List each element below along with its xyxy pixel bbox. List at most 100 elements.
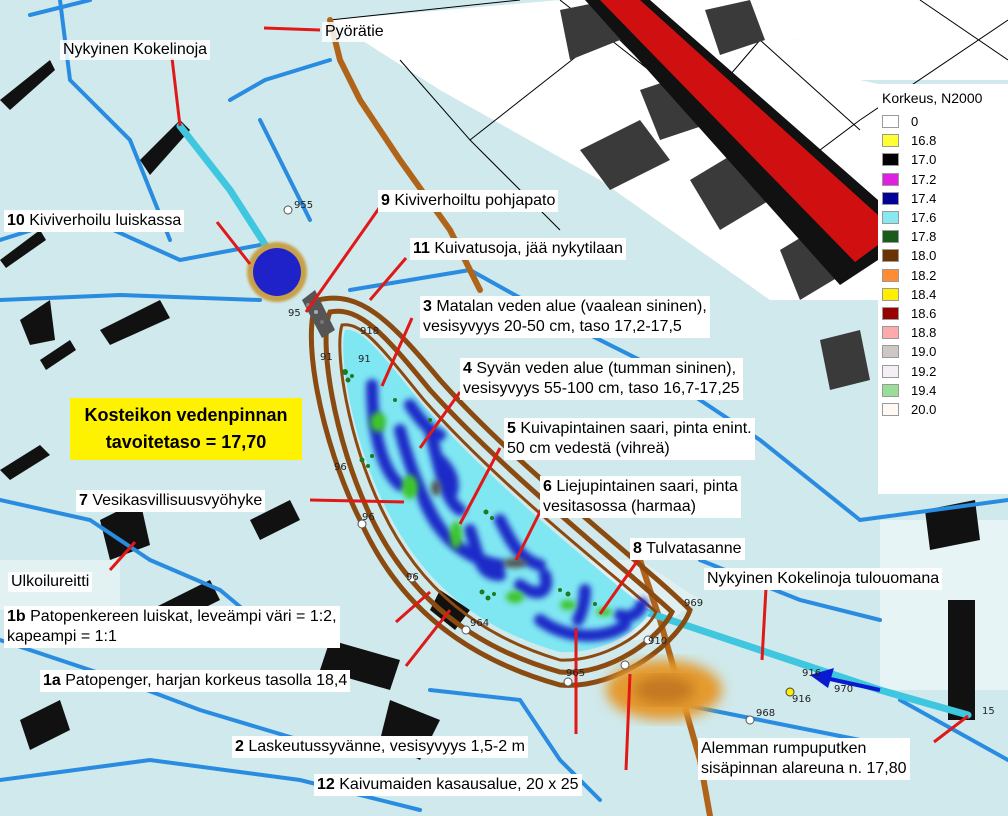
label-8: 8 Tulvatasanne	[630, 538, 745, 560]
legend-value: 18.6	[911, 305, 937, 321]
legend-value: 18.4	[911, 286, 937, 302]
flow-arrow	[810, 668, 881, 692]
legend-swatch	[882, 115, 899, 129]
legend-title: Korkeus, N2000	[882, 90, 983, 106]
legend-item: 20.0	[882, 400, 1008, 419]
legend-swatch	[882, 402, 899, 416]
label-3: 3 Matalan veden alue (vaalean sininen),v…	[420, 296, 710, 338]
point-label: 96	[406, 572, 419, 583]
legend-item: 18.0	[882, 246, 1008, 265]
vegetation-zone	[342, 369, 597, 606]
legend-item: 17.4	[882, 189, 1008, 208]
legend-swatch	[882, 172, 899, 186]
legend-item: 17.6	[882, 208, 1008, 227]
point-label: 91	[320, 352, 333, 363]
label-10: 10 Kiviverhoilu luiskassa	[4, 210, 185, 232]
islands-green	[370, 412, 612, 616]
target-line2: tavoitetaso = 17,70	[105, 432, 267, 452]
point-label: 95	[288, 308, 301, 319]
point-label: 969	[684, 598, 704, 609]
target-water-level: Kosteikon vedenpinnan tavoitetaso = 17,7…	[70, 398, 302, 460]
target-line1: Kosteikon vedenpinnan	[84, 405, 288, 425]
elevation-legend: Korkeus, N2000 0 16.8 17.0 17.2 17.4 17.6 17.8…	[878, 84, 1008, 494]
label-tulouomana: Nykyinen Kokelinoja tulouomana	[704, 568, 943, 590]
label-12: 12 Kaivumaiden kasausalue, 20 x 25	[314, 774, 582, 796]
legend-swatch	[882, 364, 899, 378]
point-marker	[785, 687, 795, 697]
legend-rows: 0 16.8 17.0 17.2 17.4 17.6 17.8 18.0 18.2 18.4 18.…	[878, 112, 1008, 419]
survey-points	[283, 205, 755, 725]
stone-lined-slope-core	[253, 248, 301, 296]
legend-item: 16.8	[882, 131, 1008, 150]
legend-value: 16.8	[911, 133, 937, 149]
legend-swatch	[882, 153, 899, 167]
legend-swatch	[882, 191, 899, 205]
legend-value: 0	[911, 114, 919, 130]
point-label: 955	[294, 200, 314, 211]
point-label: 15	[982, 706, 995, 717]
legend-item: 0	[882, 112, 1008, 131]
point-label: 916	[802, 668, 822, 679]
point-label: 96	[362, 512, 375, 523]
point-label: 91	[358, 354, 371, 365]
legend-swatch	[882, 383, 899, 397]
legend-item: 19.2	[882, 361, 1008, 380]
label-5: 5 Kuivapintainen saari, pinta enint.50 c…	[504, 418, 755, 460]
legend-item: 17.0	[882, 150, 1008, 169]
legend-item: 17.8	[882, 227, 1008, 246]
lot-area-white	[560, 0, 1008, 80]
legend-value: 19.2	[911, 363, 937, 379]
point-label: 96	[334, 462, 347, 473]
legend-value: 18.8	[911, 325, 937, 341]
legend-value: 19.4	[911, 382, 937, 398]
label-nykyinen-kokelinoja: Nykyinen Kokelinoja	[60, 40, 211, 60]
legend-swatch	[882, 134, 899, 148]
point-label: 964	[470, 618, 490, 629]
legend-item: 19.0	[882, 342, 1008, 361]
legend-value: 17.2	[911, 171, 937, 187]
label-2: 2 Laskeutussyvänne, vesisyvyys 1,5-2 m	[232, 736, 528, 758]
label-pyoratie: Pyörätie	[322, 22, 387, 42]
legend-swatch	[882, 268, 899, 282]
point-label: 968	[756, 708, 776, 719]
embankment-inner	[338, 323, 658, 662]
legend-item: 19.4	[882, 381, 1008, 400]
legend-swatch	[882, 249, 899, 263]
point-label: 965	[566, 668, 586, 679]
leader-lines	[108, 26, 969, 771]
legend-swatch	[882, 326, 899, 340]
legend-value: 18.2	[911, 267, 937, 283]
legend-swatch	[882, 345, 899, 359]
label-4: 4 Syvän veden alue (tumman sininen),vesi…	[460, 358, 743, 400]
legend-item: 18.4	[882, 285, 1008, 304]
legend-swatch	[882, 306, 899, 320]
legend-value: 17.0	[911, 152, 937, 168]
legend-item: 18.2	[882, 266, 1008, 285]
legend-swatch	[882, 287, 899, 301]
legend-value: 17.4	[911, 190, 937, 206]
label-1b: 1b Patopenkereen luiskat, leveämpi väri …	[4, 606, 340, 648]
legend-value: 18.0	[911, 248, 937, 264]
label-11: 11 Kuivatusoja, jää nykytilaan	[410, 238, 626, 260]
point-label: 970	[834, 684, 854, 695]
label-9: 9 Kiviverhoiltu pohjapato	[378, 190, 559, 212]
point-label: 918	[360, 326, 380, 337]
label-ulkoilureitti: Ulkoilureitti	[8, 572, 93, 592]
islands-grey	[431, 480, 527, 568]
legend-item: 17.2	[882, 170, 1008, 189]
highway	[585, 0, 878, 285]
legend-value: 17.6	[911, 210, 937, 226]
legend-item: 18.8	[882, 323, 1008, 342]
point-label: 910	[648, 636, 668, 647]
lot-area-white	[880, 520, 1008, 690]
legend-item: 18.6	[882, 304, 1008, 323]
point-label: 916	[792, 694, 812, 705]
excavation-pile-center	[634, 676, 694, 704]
existing-creek	[176, 122, 972, 719]
legend-value: 19.0	[911, 344, 937, 360]
legend-value: 17.8	[911, 229, 937, 245]
